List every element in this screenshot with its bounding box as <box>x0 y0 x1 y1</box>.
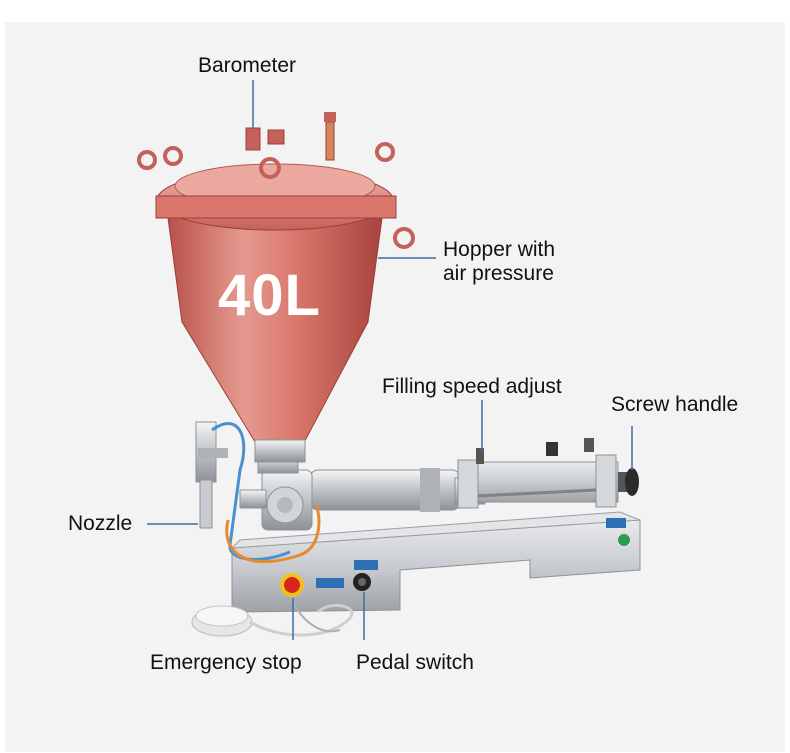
foot-pedal <box>191 605 253 637</box>
hopper-label-line1: Hopper with <box>443 238 556 261</box>
cable <box>249 603 354 637</box>
callout-lines <box>147 80 633 640</box>
hopper <box>137 112 415 463</box>
background-panel <box>5 22 785 752</box>
hopper-label-line2: air pressure <box>443 262 554 285</box>
hopper-capacity-label: 40L <box>218 263 321 328</box>
label-plate <box>316 578 344 588</box>
air-tube <box>211 422 291 561</box>
emergency-stop-button <box>280 573 304 597</box>
cable <box>291 597 341 633</box>
screw-handle <box>618 468 639 496</box>
air-cylinder <box>457 438 619 509</box>
label-plate <box>354 560 378 570</box>
barometer-label: Barometer <box>198 54 297 77</box>
machine-base <box>230 511 641 613</box>
emergency-stop-label: Emergency stop <box>150 651 302 674</box>
screw-handle-label: Screw handle <box>611 393 739 416</box>
pedal-switch-knob <box>353 573 371 591</box>
pedal-switch-label: Pedal switch <box>356 651 474 674</box>
air-tube <box>225 504 321 564</box>
valve-body <box>239 454 313 531</box>
nozzle <box>195 421 228 529</box>
filling-speed-label: Filling speed adjust <box>382 375 562 398</box>
piston-cylinder <box>309 468 486 512</box>
power-indicator <box>616 532 632 548</box>
label-plate <box>606 518 626 528</box>
nozzle-label: Nozzle <box>68 512 133 535</box>
